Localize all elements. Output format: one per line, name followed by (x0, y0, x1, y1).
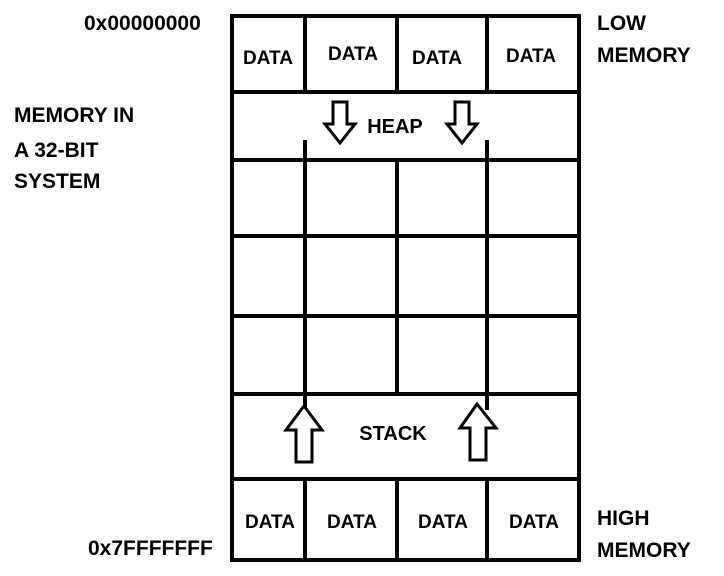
memory-block-border (230, 14, 581, 562)
heap-label: HEAP (367, 116, 423, 138)
high-address-label: 0x7FFFFFFF (88, 537, 213, 560)
bottom-data-cell: DATA (245, 512, 295, 533)
low-memory-label-line2: MEMORY (597, 44, 691, 67)
stack-up-arrow-icon (457, 401, 500, 462)
top-data-cell: DATA (412, 48, 462, 69)
stack-up-arrow-icon (283, 403, 325, 464)
diagram-title-line2: A 32-BIT (14, 139, 99, 162)
stack-label: STACK (359, 423, 427, 445)
high-memory-label-line2: MEMORY (597, 539, 691, 562)
diagram-title-line3: SYSTEM (14, 170, 100, 193)
heap-down-arrow-icon (443, 100, 481, 146)
high-memory-label-line1: HIGH (597, 507, 650, 530)
top-data-cell: DATA (243, 48, 293, 69)
bottom-data-cell: DATA (418, 512, 468, 533)
low-memory-label-line1: LOW (597, 12, 646, 35)
memory-grid (230, 14, 581, 562)
heap-down-arrow-icon (321, 100, 359, 146)
top-data-cell: DATA (506, 46, 556, 67)
top-data-cell: DATA (328, 44, 378, 65)
bottom-data-cell: DATA (509, 512, 559, 533)
diagram-title-line1: MEMORY IN (14, 104, 134, 127)
low-address-label: 0x00000000 (84, 12, 201, 35)
bottom-data-cell: DATA (327, 512, 377, 533)
